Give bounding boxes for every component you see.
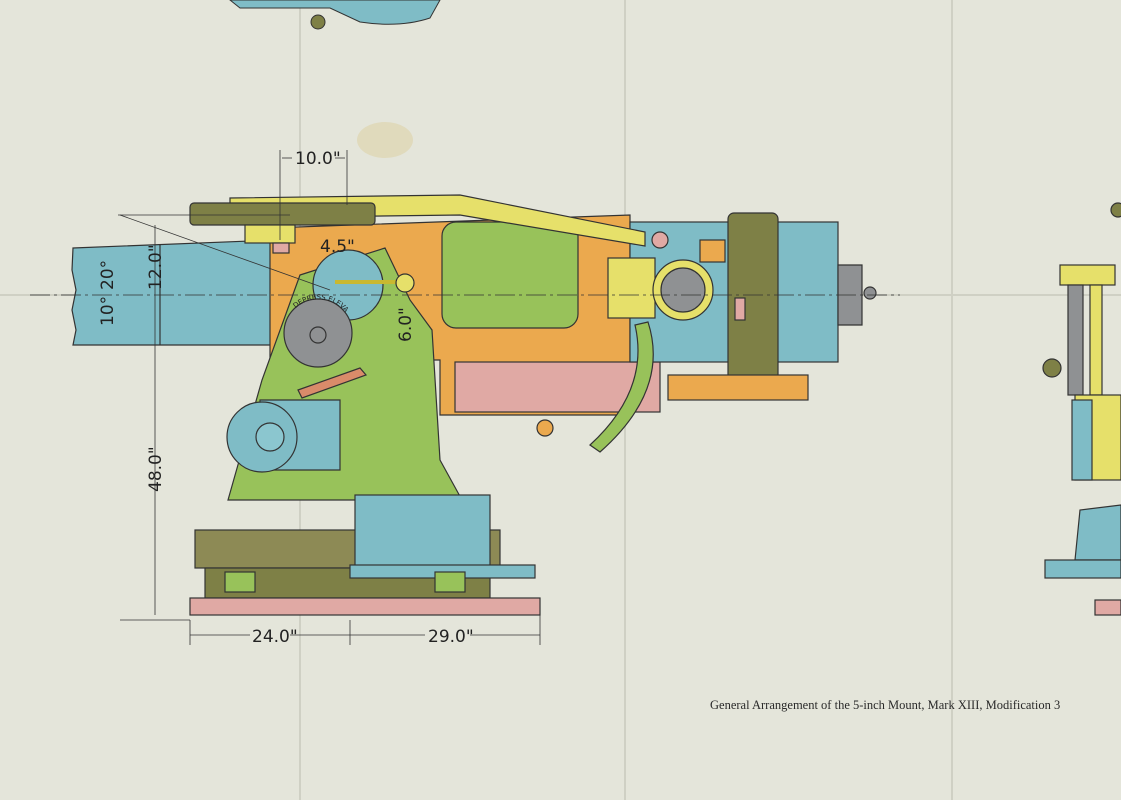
dim-telescope-offset: 10.0" xyxy=(295,149,341,169)
rear-sight-assembly xyxy=(589,212,809,453)
dim-max-elevation: 20° xyxy=(98,260,118,290)
dim-base-rear: 29.0" xyxy=(428,627,474,647)
dim-max-depression: 10° xyxy=(98,296,118,326)
dim-trunnion-height: 48.0" xyxy=(146,446,166,492)
end-view-partial xyxy=(1042,202,1121,616)
gun-barrel xyxy=(71,239,276,346)
base-ring xyxy=(189,494,541,616)
top-partial-view xyxy=(229,0,441,30)
drawing-caption: General Arrangement of the 5-inch Mount,… xyxy=(710,698,1061,712)
dim-dial-offset: 6.0" xyxy=(396,307,416,342)
dim-base-front: 24.0" xyxy=(252,627,298,647)
dim-bore-height: 12.0" xyxy=(146,244,166,290)
dim-trunnion-offset: 4.5" xyxy=(320,237,355,257)
dimension-lines xyxy=(30,150,900,645)
stain xyxy=(357,122,413,158)
telescope-and-arm xyxy=(189,194,646,254)
